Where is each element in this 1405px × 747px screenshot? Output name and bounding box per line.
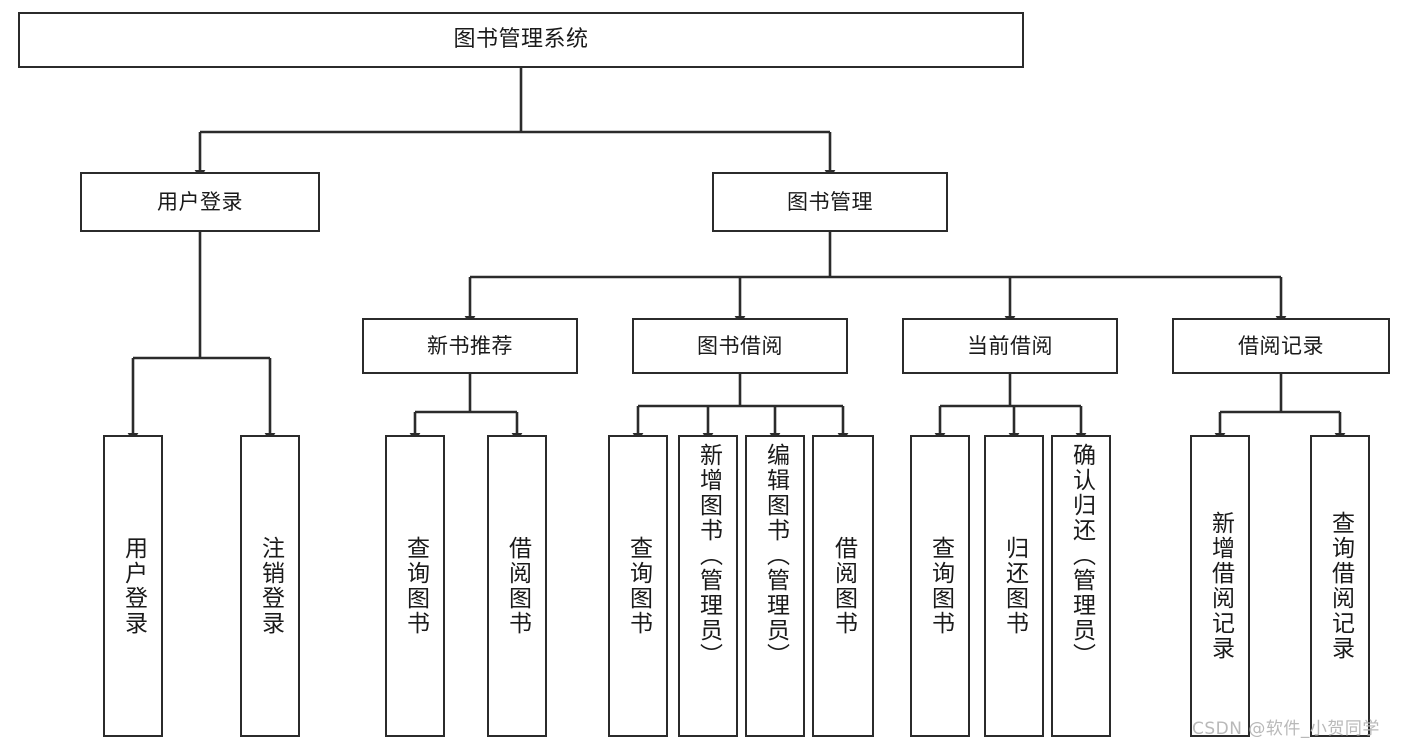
node-borrow-record[interactable]: 借阅记录	[1172, 318, 1390, 374]
node-label: 查询图书	[927, 536, 954, 636]
node-label: 查询图书	[625, 536, 652, 636]
node-label: 编辑图书（管理员）	[762, 443, 789, 668]
watermark: CSDN @软件_小贺同学	[1192, 719, 1380, 739]
node-label: 用户登录	[157, 189, 243, 214]
node-label: 借阅图书	[504, 536, 531, 636]
node-label: 确认归还（管理员）	[1068, 443, 1095, 668]
node-label: 当前借阅	[967, 333, 1053, 358]
leaf-query-book-borrow[interactable]: 查询图书	[608, 435, 668, 737]
leaf-query-borrow-record[interactable]: 查询借阅记录	[1310, 435, 1370, 737]
node-label: 用户登录	[120, 536, 147, 636]
node-label: 借阅记录	[1238, 333, 1324, 358]
node-label: 图书管理	[787, 189, 873, 214]
node-label: 新书推荐	[427, 333, 513, 358]
node-label: 图书借阅	[697, 333, 783, 358]
leaf-return-book[interactable]: 归还图书	[984, 435, 1044, 737]
node-label: 查询图书	[402, 536, 429, 636]
leaf-add-book-admin[interactable]: 新增图书（管理员）	[678, 435, 738, 737]
leaf-borrow-book-recommend[interactable]: 借阅图书	[487, 435, 547, 737]
node-user-login[interactable]: 用户登录	[80, 172, 320, 232]
leaf-add-borrow-record[interactable]: 新增借阅记录	[1190, 435, 1250, 737]
node-book-management[interactable]: 图书管理	[712, 172, 948, 232]
leaf-edit-book-admin[interactable]: 编辑图书（管理员）	[745, 435, 805, 737]
node-label: 借阅图书	[830, 536, 857, 636]
node-label: 新增图书（管理员）	[695, 443, 722, 668]
leaf-query-book-recommend[interactable]: 查询图书	[385, 435, 445, 737]
node-label: 新增借阅记录	[1207, 511, 1234, 661]
leaf-confirm-return-admin[interactable]: 确认归还（管理员）	[1051, 435, 1111, 737]
leaf-borrow-book[interactable]: 借阅图书	[812, 435, 874, 737]
node-book-borrow[interactable]: 图书借阅	[632, 318, 848, 374]
node-label: 注销登录	[257, 536, 284, 636]
node-current-borrow[interactable]: 当前借阅	[902, 318, 1118, 374]
node-label: 查询借阅记录	[1327, 511, 1354, 661]
node-label: 归还图书	[1001, 536, 1028, 636]
node-new-book-recommend[interactable]: 新书推荐	[362, 318, 578, 374]
node-label: 图书管理系统	[453, 27, 589, 53]
leaf-logout[interactable]: 注销登录	[240, 435, 300, 737]
node-root[interactable]: 图书管理系统	[18, 12, 1024, 68]
leaf-user-login[interactable]: 用户登录	[103, 435, 163, 737]
leaf-query-book-current[interactable]: 查询图书	[910, 435, 970, 737]
